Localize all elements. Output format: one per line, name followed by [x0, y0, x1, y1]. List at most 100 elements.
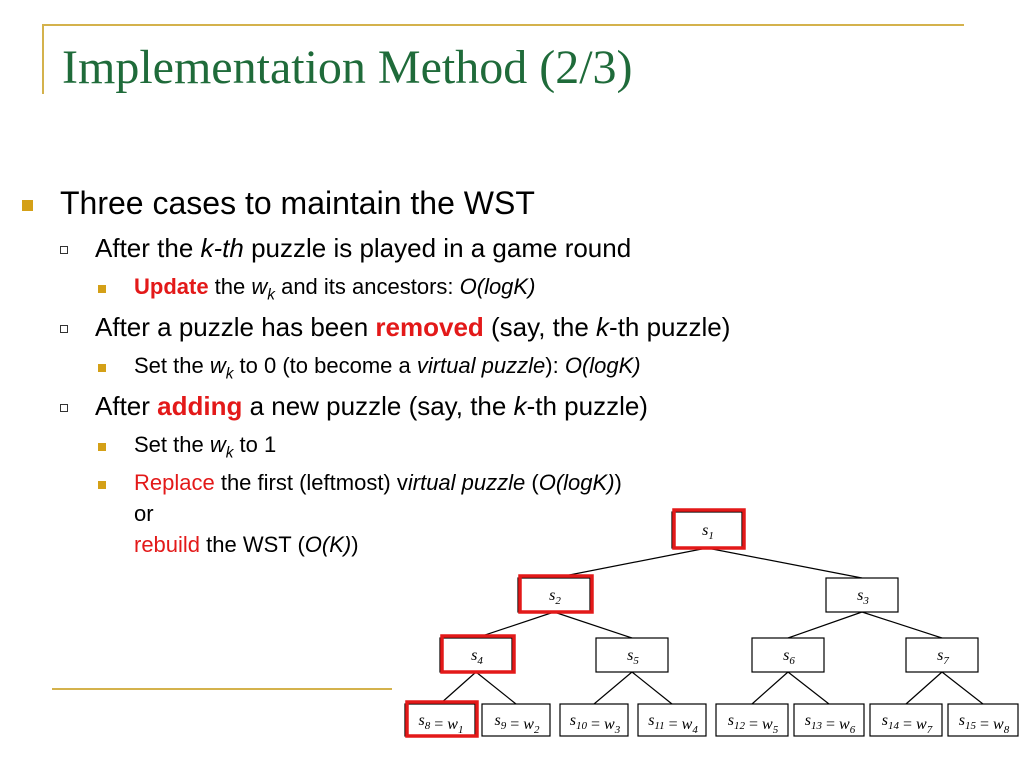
tree-node: s1	[671, 508, 746, 550]
tree-edge	[706, 547, 863, 579]
case1-post: puzzle is played in a game round	[243, 233, 632, 263]
bullet-small-icon	[98, 364, 106, 372]
case3-rebuild-line: rebuild the WST (O(K))	[134, 532, 359, 558]
tree-node: s4	[439, 634, 516, 674]
case3-rebuild-cost: O(K)	[304, 532, 352, 557]
tree-node-label: s7	[937, 647, 949, 667]
adding-word: adding	[157, 391, 243, 421]
tree-node-label: s10 = w3	[570, 712, 621, 736]
tree-edge	[787, 611, 863, 639]
tree-node-box	[559, 703, 629, 737]
bullet-small-icon	[98, 285, 106, 293]
tree-node-label: s8 = w1	[419, 712, 464, 736]
case1-line: After the k-th puzzle is played in a gam…	[95, 233, 631, 264]
tree-node-label: s5	[627, 647, 639, 667]
tree-edge	[631, 671, 673, 705]
case3-sub2-virtual: irtual puzzle	[407, 470, 526, 495]
case3-pre: After	[95, 391, 158, 421]
bullet-box-icon	[60, 325, 68, 333]
case1-k: k-th	[200, 233, 244, 263]
case2-sub-close: ):	[545, 353, 565, 378]
tree-node: s14 = w7	[869, 703, 943, 737]
case3-post: -th puzzle)	[526, 391, 648, 421]
tree-node-box	[595, 637, 669, 673]
tree-node-box	[517, 577, 591, 613]
case3-mid: a new puzzle (say, the	[242, 391, 514, 421]
case3-sub1-k: k	[225, 444, 234, 462]
tree-node: s7	[905, 637, 979, 673]
case1-sub-rest: and its ancestors:	[274, 274, 460, 299]
case2-mid: (say, the	[483, 312, 597, 342]
tree-edges	[439, 547, 984, 705]
page-title: Implementation Method (2/3)	[62, 41, 633, 94]
replace-word: Replace	[134, 470, 215, 495]
case1-sub-the: the	[208, 274, 252, 299]
tree-node-highlight	[405, 700, 479, 738]
tree-node-highlight	[440, 634, 516, 674]
removed-word: removed	[375, 312, 484, 342]
tree-node: s9 = w2	[481, 703, 551, 737]
bullet-small-icon	[98, 481, 106, 489]
tree-node-label: s3	[857, 587, 869, 607]
bullet-box-icon	[60, 246, 68, 254]
case2-sub-pre: Set the	[134, 353, 210, 378]
tree-node: s5	[595, 637, 669, 673]
case1-sub-cost: O(logK)	[459, 274, 536, 299]
case2-sub-k: k	[225, 365, 234, 383]
frame-top-line	[42, 24, 964, 26]
tree-edge	[905, 671, 943, 705]
tree-node-highlight	[518, 574, 594, 614]
tree-node-label: s14 = w7	[882, 712, 933, 736]
case3-sub2-open: (	[525, 470, 539, 495]
rebuild-word: rebuild	[134, 532, 201, 557]
tree-node-label: s4	[471, 647, 483, 667]
case3-sub2-mid: the first (leftmost) v	[214, 470, 408, 495]
case1-sub-k: k	[267, 286, 275, 304]
case3-sub2-close: )	[614, 470, 622, 495]
tree-node-highlight	[672, 508, 746, 550]
tree-node: s3	[825, 577, 899, 613]
tree-node-box	[439, 637, 513, 673]
tree-node-box	[905, 637, 979, 673]
case3-sub1-line: Set the wk to 1	[134, 432, 276, 462]
tree-nodes: s1 s2 s3 s4 s5 s6 s7 s8 = w1 s9 = w2 s10 = w3 s11 …	[404, 508, 1019, 738]
case3-k: k	[513, 391, 527, 421]
bullet-square-icon	[22, 200, 33, 211]
tree-node-box	[671, 511, 743, 549]
case2-sub-mid: to 0 (to become a	[233, 353, 417, 378]
case2-sub-cost: O(logK)	[564, 353, 641, 378]
case2-k: k	[596, 312, 610, 342]
frame-bottom-line	[52, 688, 392, 690]
tree-node-box	[481, 703, 551, 737]
bullet-box-icon	[60, 404, 68, 412]
case1-sub-line: Update the wk and its ancestors: O(logK)	[134, 274, 535, 304]
case3-or: or	[134, 501, 154, 526]
case2-post: -th puzzle)	[609, 312, 731, 342]
case2-sub-virtual: virtual puzzle	[416, 353, 546, 378]
tree-edge	[553, 611, 633, 639]
tree-edge	[553, 547, 708, 579]
tree-node-box	[715, 703, 789, 737]
case3-line: After adding a new puzzle (say, the k-th…	[95, 391, 648, 422]
tree-node-box	[793, 703, 865, 737]
tree-node-label: s12 = w5	[728, 712, 779, 736]
tree-node-label: s1	[702, 522, 714, 542]
tree-edge	[861, 611, 943, 639]
case3-sub1-post: to 1	[233, 432, 277, 457]
bullet-main: Three cases to maintain the WST	[60, 185, 535, 221]
tree-node: s12 = w5	[715, 703, 789, 737]
tree-node-box	[825, 577, 899, 613]
tree-node: s11 = w4	[637, 703, 707, 737]
tree-node-box	[947, 703, 1019, 737]
tree-node-box	[637, 703, 707, 737]
tree-node: s10 = w3	[559, 703, 629, 737]
tree-edge	[593, 671, 633, 705]
tree-node: s2	[517, 574, 594, 614]
case2-pre: After a puzzle has been	[95, 312, 376, 342]
case2-sub-line: Set the wk to 0 (to become a virtual puz…	[134, 353, 641, 383]
tree-node-label: s2	[549, 587, 561, 607]
tree-edge	[751, 671, 789, 705]
tree-node-label: s6	[783, 647, 795, 667]
case3-sub1-pre: Set the	[134, 432, 210, 457]
